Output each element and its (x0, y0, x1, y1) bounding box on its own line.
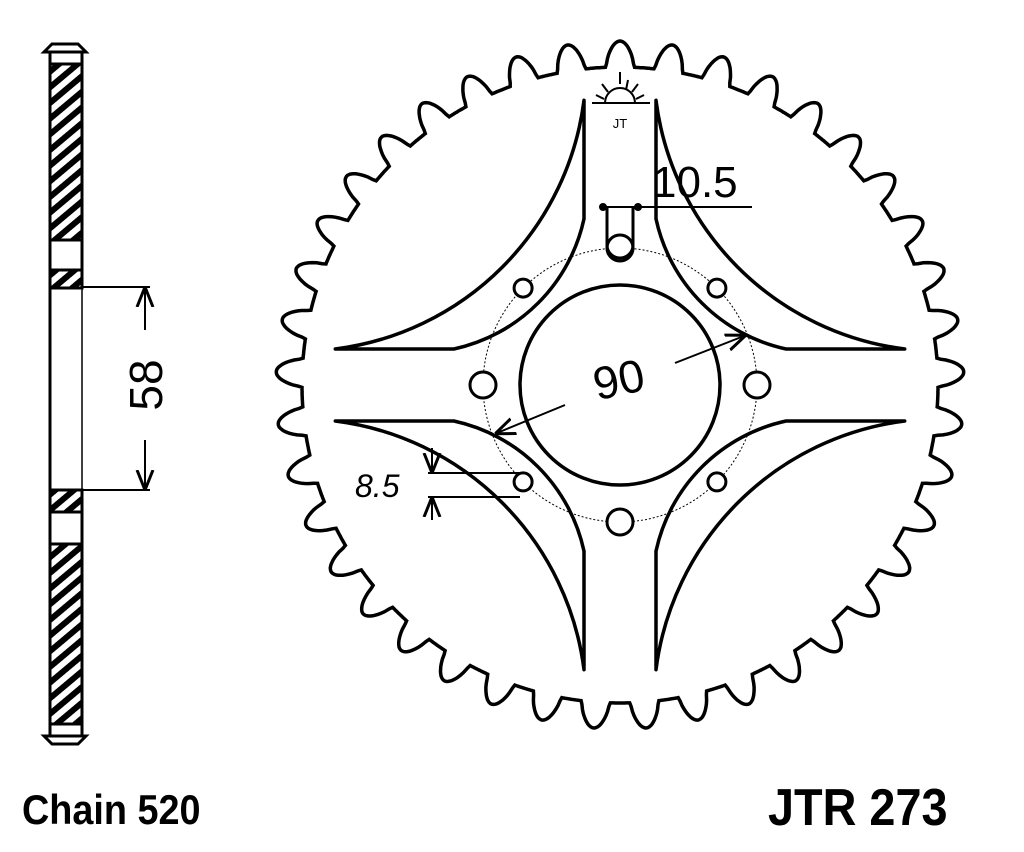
dimension-lines (428, 203, 752, 520)
bolt-hole (706, 471, 728, 493)
side-section (40, 42, 90, 746)
hub-dimension (82, 286, 150, 491)
bolt-hole-label: 8.5 (355, 468, 400, 504)
large-hole (605, 507, 635, 537)
bolt-hole (512, 471, 534, 493)
sprocket (274, 39, 966, 730)
large-hole (742, 370, 772, 400)
hub-thickness-label: 58 (120, 359, 172, 410)
chain-label: Chain 520 (22, 786, 201, 833)
bolt-hole (512, 277, 534, 299)
bore-diameter-label: 90 (588, 349, 649, 411)
large-hole (468, 370, 498, 400)
jt-logo: JT (592, 72, 650, 131)
slot (605, 208, 635, 260)
part-number: JTR 273 (768, 779, 948, 837)
logo-text: JT (613, 116, 628, 131)
center-bore (518, 283, 722, 487)
bolt-hole (706, 277, 728, 299)
slot-width-label: 10.5 (652, 158, 738, 207)
